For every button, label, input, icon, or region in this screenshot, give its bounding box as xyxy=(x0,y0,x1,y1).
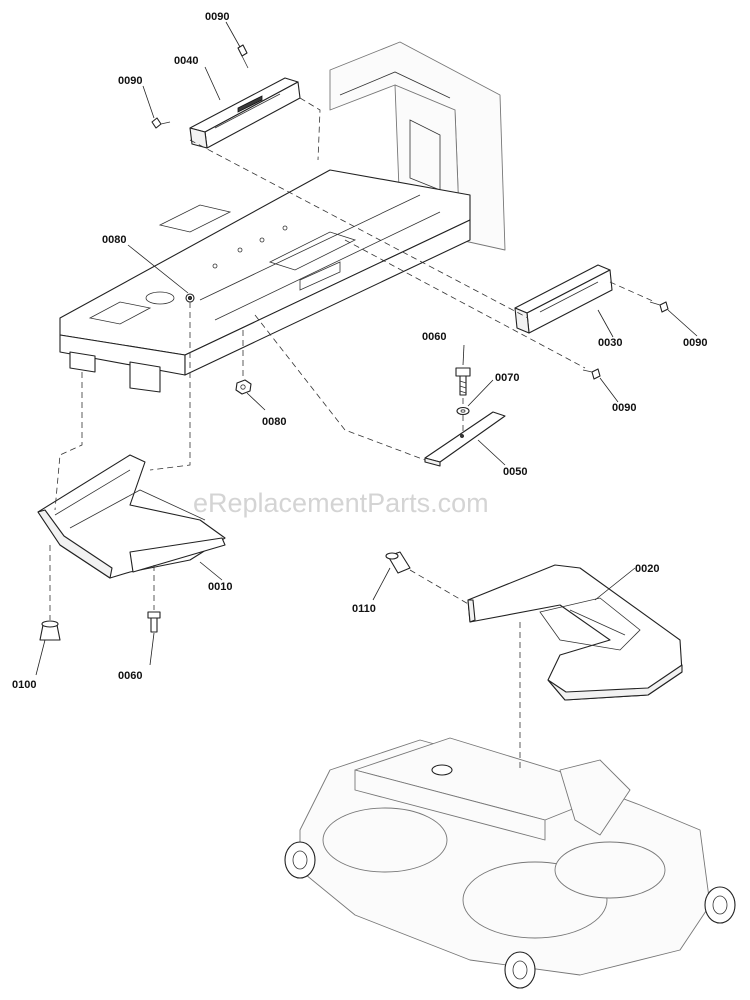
mower-deck xyxy=(284,737,736,989)
screw-0090-upper[interactable] xyxy=(237,44,249,69)
screw-0090-right[interactable] xyxy=(649,301,669,313)
callout-0040: 0040 xyxy=(174,55,198,67)
washer-0070[interactable] xyxy=(456,406,470,416)
plate-0050[interactable] xyxy=(424,411,506,467)
watermark: eReplacementParts.com xyxy=(193,488,489,518)
callout-0030: 0030 xyxy=(598,337,622,349)
callout-0080-upper: 0080 xyxy=(102,234,126,246)
callout-0070: 0070 xyxy=(495,372,519,384)
callout-0090-left: 0090 xyxy=(118,75,142,87)
leader-lines xyxy=(35,21,698,676)
bracket-0030[interactable] xyxy=(514,264,613,334)
callout-0080-lower: 0080 xyxy=(262,416,286,428)
pin-0110[interactable] xyxy=(385,551,411,574)
tray-0010[interactable] xyxy=(37,454,226,579)
callout-0010: 0010 xyxy=(208,581,232,593)
screw-0090-lower[interactable] xyxy=(582,368,601,380)
frame-assembly xyxy=(59,41,506,393)
deck-wheel-front-right xyxy=(504,951,536,989)
callout-labels: 0090 0040 0090 0080 0030 0090 0060 0070 … xyxy=(12,11,707,691)
callout-0050: 0050 xyxy=(503,466,527,478)
nut-0080[interactable] xyxy=(235,379,252,395)
screw-0060-lower[interactable] xyxy=(147,611,161,633)
deflector-0020[interactable] xyxy=(467,564,683,701)
deck-wheel-front-left xyxy=(284,841,316,879)
callout-0110: 0110 xyxy=(352,603,376,615)
callout-0090-top: 0090 xyxy=(205,11,229,23)
deck-wheel-rear-right xyxy=(704,886,736,924)
assembly-lines xyxy=(49,97,656,770)
callout-0090-lower: 0090 xyxy=(612,402,636,414)
callout-0060-lower: 0060 xyxy=(118,670,142,682)
callout-0090-right: 0090 xyxy=(683,337,707,349)
screw-0090-left[interactable] xyxy=(151,117,171,129)
screw-0060-upper[interactable] xyxy=(455,367,471,396)
push-nut-0100[interactable] xyxy=(39,620,61,641)
callout-0020: 0020 xyxy=(635,563,659,575)
callout-0100: 0100 xyxy=(12,679,36,691)
callout-0060-upper: 0060 xyxy=(422,331,446,343)
bracket-0040[interactable] xyxy=(189,77,301,149)
